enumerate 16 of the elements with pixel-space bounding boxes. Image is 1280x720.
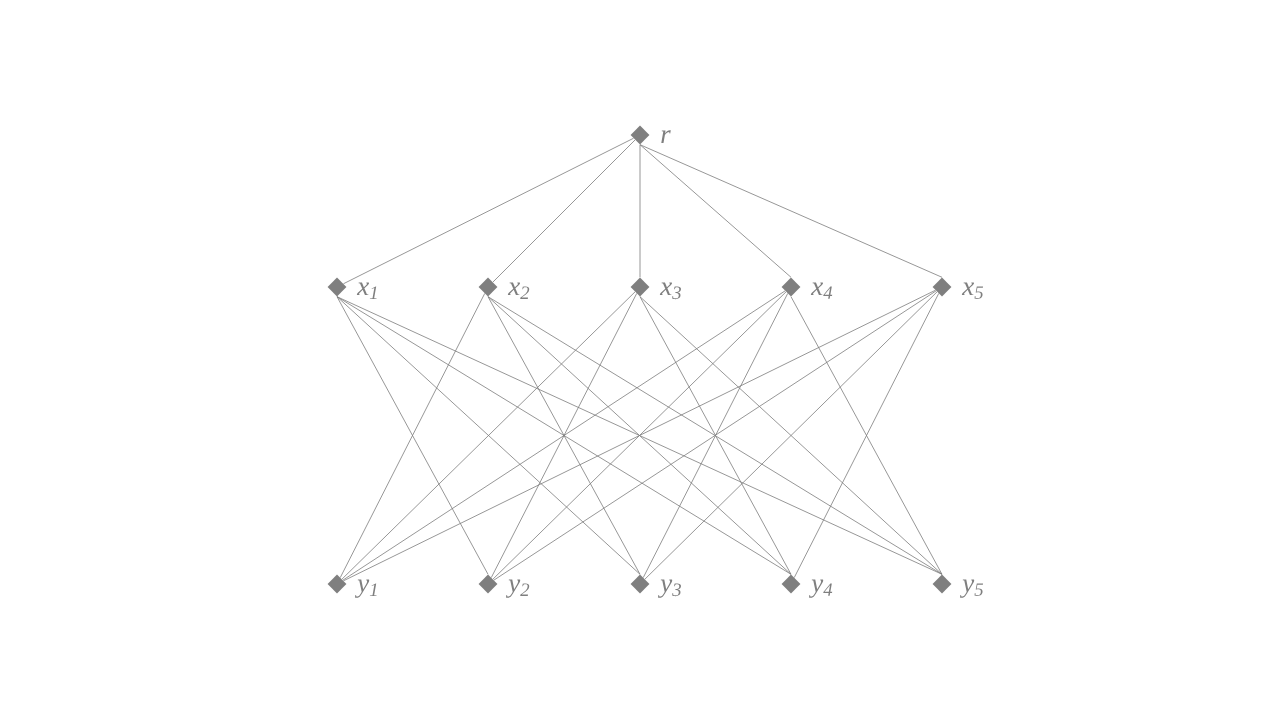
vertex-label: x$_{1}$ (356, 282, 377, 299)
vertex-label: x$_{2}$ (507, 282, 530, 299)
vertex-label: y$_{4}$ (808, 579, 833, 598)
vertex-label: x$_{5}$ (961, 282, 984, 299)
vertex-label: y$_{1}$ (354, 579, 377, 598)
descending-line (639, 144, 792, 278)
ascending-line (343, 137, 634, 285)
vertical-line (639, 144, 641, 278)
vertex-label: r (661, 130, 671, 143)
vertex-label: x$_{4}$ (810, 282, 833, 299)
vertex-label: y$_{3}$ (657, 579, 681, 598)
vertex-label: y$_{2}$ (505, 579, 530, 598)
ascending-line (492, 139, 636, 283)
vertex-label: x$_{3}$ (659, 282, 681, 300)
descending-line (639, 144, 943, 278)
vertex-label: y$_{5}$ (959, 579, 984, 598)
